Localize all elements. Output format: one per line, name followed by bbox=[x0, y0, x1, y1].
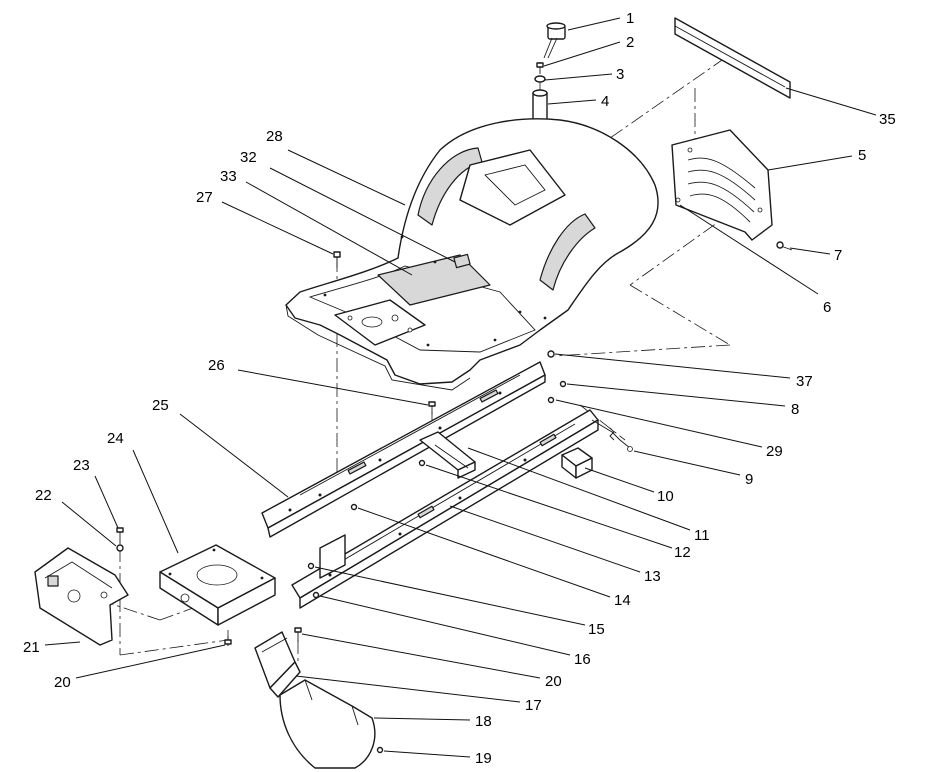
seat-adjust-knob bbox=[543, 22, 566, 59]
spring-cable bbox=[591, 419, 633, 452]
callout-11: 11 bbox=[694, 527, 710, 544]
fender-body bbox=[285, 118, 659, 391]
rear-channel-bar bbox=[674, 17, 791, 99]
callout-33: 33 bbox=[220, 168, 237, 185]
callout-37: 37 bbox=[796, 373, 813, 390]
callout-27: 27 bbox=[196, 189, 213, 206]
callout-17: 17 bbox=[525, 697, 542, 714]
callout-21: 21 bbox=[23, 639, 40, 656]
callout-28: 28 bbox=[266, 128, 283, 145]
callout-14: 14 bbox=[614, 592, 631, 609]
screw-7 bbox=[776, 241, 793, 251]
washer-8 bbox=[559, 380, 567, 388]
callout-1: 1 bbox=[626, 10, 634, 27]
callout-20-left: 20 bbox=[54, 674, 71, 691]
callout-15: 15 bbox=[588, 621, 605, 638]
callout-25: 25 bbox=[152, 397, 169, 414]
deflector-18 bbox=[279, 679, 376, 769]
nut-37 bbox=[547, 350, 555, 358]
bracket-10 bbox=[561, 447, 593, 479]
callout-19: 19 bbox=[475, 750, 492, 767]
bolt-20-left bbox=[224, 636, 232, 646]
bolt-26 bbox=[428, 401, 436, 414]
callout-5: 5 bbox=[858, 147, 866, 164]
callout-labels: 1 2 3 4 35 5 7 6 28 32 33 27 26 37 8 29 … bbox=[23, 10, 896, 767]
callout-10: 10 bbox=[657, 488, 674, 505]
leader-lines bbox=[44, 17, 877, 758]
nut-29 bbox=[547, 396, 555, 404]
nut-16 bbox=[312, 591, 320, 599]
cross-member bbox=[419, 431, 476, 479]
screw-19 bbox=[376, 746, 384, 754]
callout-7: 7 bbox=[834, 247, 842, 264]
callout-32: 32 bbox=[240, 149, 257, 166]
callout-6: 6 bbox=[823, 299, 831, 316]
callout-8: 8 bbox=[791, 401, 799, 418]
deflector-17 bbox=[254, 631, 301, 698]
nut-14 bbox=[350, 503, 358, 511]
bolt-27 bbox=[333, 251, 341, 268]
callout-24: 24 bbox=[107, 430, 124, 447]
washer-22 bbox=[116, 544, 124, 552]
washer-15 bbox=[307, 562, 315, 570]
bolt-20-right bbox=[294, 627, 302, 642]
screw bbox=[536, 62, 544, 74]
callout-20-right: 20 bbox=[545, 673, 562, 690]
callout-9: 9 bbox=[745, 471, 753, 488]
nut-12 bbox=[418, 459, 426, 467]
callout-3: 3 bbox=[616, 66, 624, 83]
washer bbox=[534, 75, 546, 83]
callout-4: 4 bbox=[601, 93, 609, 110]
left-frame-rail bbox=[261, 361, 546, 538]
callout-23: 23 bbox=[73, 457, 90, 474]
callout-16: 16 bbox=[574, 651, 591, 668]
callout-18: 18 bbox=[475, 713, 492, 730]
right-frame-rail bbox=[291, 409, 599, 609]
callout-13: 13 bbox=[644, 568, 661, 585]
callout-26: 26 bbox=[208, 357, 225, 374]
callout-22: 22 bbox=[35, 487, 52, 504]
side-shield bbox=[671, 129, 773, 241]
spacer-tube bbox=[532, 89, 548, 122]
callout-29: 29 bbox=[766, 443, 783, 460]
side-guard bbox=[34, 547, 129, 646]
callout-12: 12 bbox=[674, 544, 691, 561]
bolt-23 bbox=[116, 527, 124, 544]
mounting-box bbox=[159, 544, 276, 626]
callout-2: 2 bbox=[626, 34, 634, 51]
callout-35: 35 bbox=[879, 111, 896, 128]
